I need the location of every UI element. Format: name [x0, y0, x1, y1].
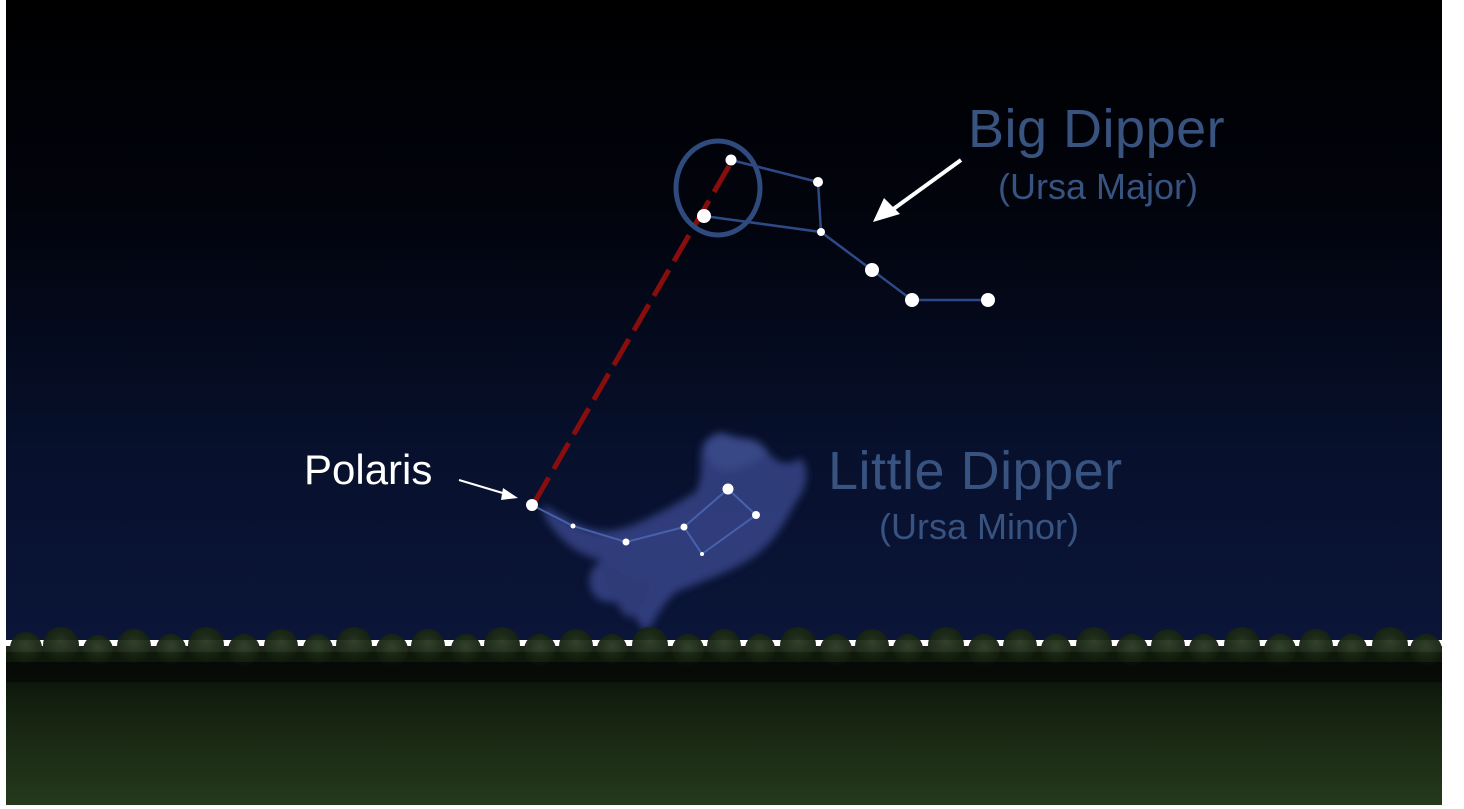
star [680, 523, 688, 531]
polaris-star [526, 499, 538, 511]
big-dipper-stars [697, 154, 995, 307]
star [905, 293, 919, 307]
little-dipper-label: Little Dipper [828, 441, 1123, 501]
polaris-arrow [458, 479, 518, 500]
big-dipper-lines [703, 158, 988, 302]
ursa-minor-label: (Ursa Minor) [879, 506, 1080, 547]
polaris-label: Polaris [304, 446, 433, 493]
little-dipper-stars [526, 483, 760, 556]
little-dipper-lines [531, 487, 758, 556]
star [817, 228, 825, 236]
pointer-stars-highlight [673, 138, 763, 238]
treeline [6, 627, 1442, 666]
star [700, 552, 704, 556]
star [697, 209, 711, 223]
sky-diagram [6, 0, 1442, 805]
ursa-major-label: (Ursa Major) [998, 166, 1199, 207]
big-dipper-arrow [873, 158, 963, 222]
little-bear-illustration [543, 433, 807, 632]
star [865, 263, 879, 277]
big-dipper-label: Big Dipper [968, 99, 1226, 159]
star [813, 177, 823, 187]
night-sky-scene: Big Dipper (Ursa Major) Little Dipper (U… [6, 0, 1442, 805]
star [722, 483, 734, 495]
pointer-line [531, 164, 732, 505]
star [981, 293, 995, 307]
star [752, 511, 760, 519]
star [622, 538, 630, 546]
star [570, 523, 576, 529]
star [725, 154, 737, 166]
